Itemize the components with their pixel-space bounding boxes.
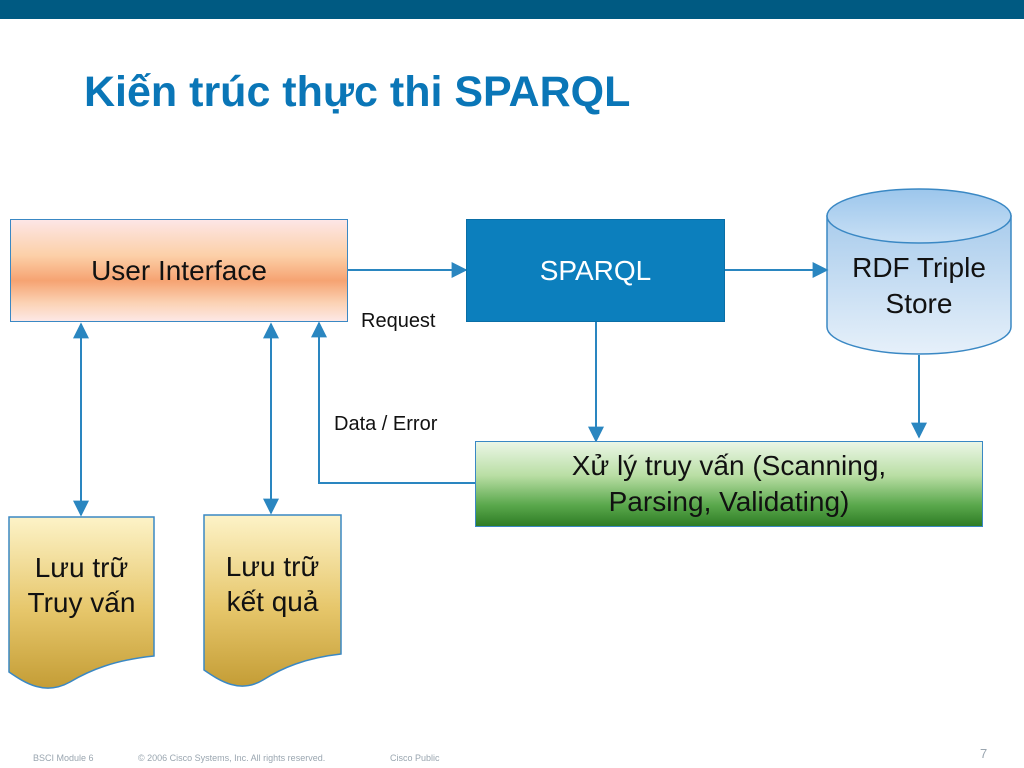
rdf-store-label: RDF Triple Store — [838, 250, 1000, 322]
footer-module: BSCI Module 6 — [33, 753, 94, 763]
query-processing-label-line2: Parsing, Validating) — [608, 486, 850, 517]
data-error-edge-label: Data / Error — [334, 413, 438, 435]
result-storage-label: Lưu trữ kết quả — [204, 549, 341, 619]
footer-copyright: © 2006 Cisco Systems, Inc. All rights re… — [138, 753, 326, 763]
result-storage-label-line1: Lưu trữ — [225, 551, 320, 582]
result-storage-document — [203, 514, 342, 687]
arrow-processing-to-ui — [311, 321, 475, 484]
footer-classification: Cisco Public — [390, 753, 440, 763]
rdf-store-label-line1: RDF Triple — [852, 252, 986, 283]
slide-title: Kiến trúc thực thi SPARQL — [84, 68, 631, 116]
query-storage-document — [8, 516, 155, 689]
query-processing-label-line1: Xử lý truy vấn (Scanning, — [571, 450, 887, 481]
user-interface-box: User Interface — [10, 219, 348, 322]
page-number: 7 — [980, 746, 988, 761]
query-storage-label: Lưu trữ Truy vấn — [9, 550, 154, 620]
user-interface-label: User Interface — [91, 254, 267, 286]
query-processing-box: Xử lý truy vấn (Scanning, Parsing, Valid… — [475, 441, 983, 527]
request-edge-label: Request — [361, 310, 436, 332]
result-storage-label-line2: kết quả — [226, 586, 319, 617]
top-brand-bar — [0, 0, 1024, 19]
query-storage-label-line2: Truy vấn — [27, 587, 136, 618]
rdf-triple-store-cylinder — [826, 188, 1012, 355]
sparql-box: SPARQL — [466, 219, 725, 322]
rdf-store-label-line2: Store — [885, 288, 953, 319]
query-storage-label-line1: Lưu trữ — [34, 552, 129, 583]
sparql-label: SPARQL — [539, 254, 652, 286]
